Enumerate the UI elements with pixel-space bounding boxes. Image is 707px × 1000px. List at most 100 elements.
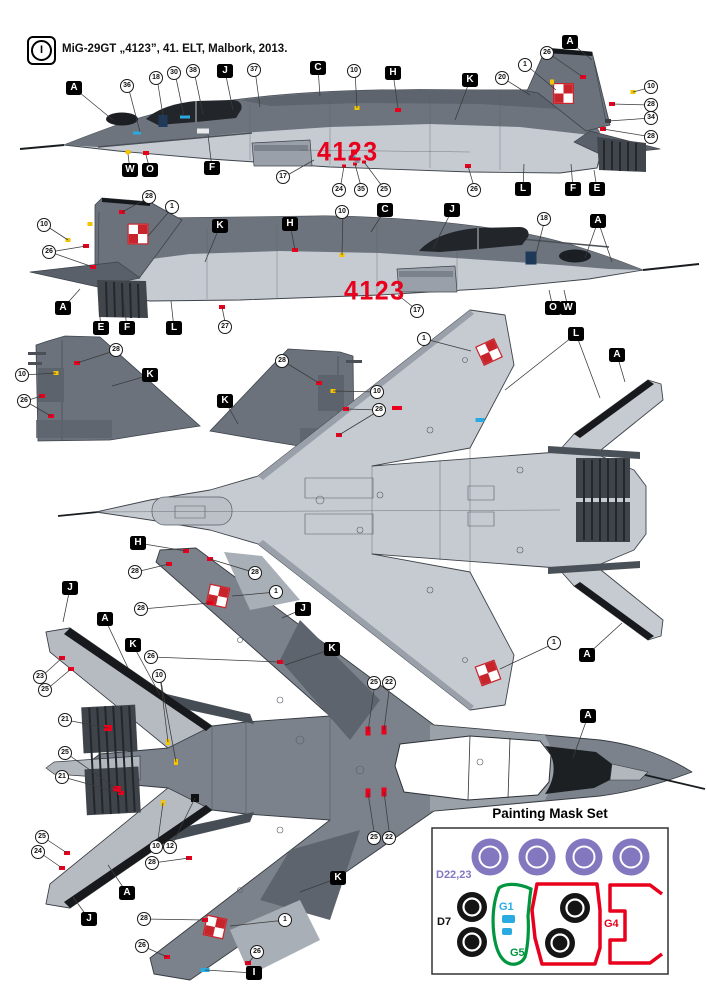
callout-number-23: 23: [33, 670, 47, 684]
callout-number-26: 26: [135, 939, 149, 953]
callout-number-10: 10: [335, 205, 349, 219]
callout-letter-H: H: [282, 217, 298, 231]
mask-set-title: Painting Mask Set: [492, 806, 608, 821]
callout-number-28: 28: [137, 912, 151, 926]
callout-number-17: 17: [410, 304, 424, 318]
callout-number-28: 28: [109, 343, 123, 357]
view-underside-plan: [57, 309, 664, 711]
callout-letter-K: K: [462, 73, 478, 87]
callout-number-30: 30: [167, 66, 181, 80]
cyan-mask-piece: [502, 915, 515, 923]
callout-letter-K: K: [212, 219, 228, 233]
callout-letter-F: F: [119, 321, 135, 335]
callout-letter-A: A: [580, 709, 596, 723]
cyan-mask-piece: [502, 928, 512, 935]
callout-number-1: 1: [269, 585, 283, 599]
stencil-mark: [351, 149, 357, 155]
callout-number-26: 26: [250, 945, 264, 959]
mask-label-d22-23: D22,23: [436, 869, 472, 881]
callout-number-35: 35: [354, 183, 368, 197]
stencil-mark: [125, 150, 131, 154]
callout-letter-F: F: [565, 182, 581, 196]
callout-number-38: 38: [186, 64, 200, 78]
callout-number-34: 34: [644, 111, 658, 125]
callout-letter-F: F: [204, 161, 220, 175]
stencil-mark: [395, 108, 401, 112]
callout-letter-L: L: [568, 327, 584, 341]
painting-mask-set-art: [431, 827, 669, 975]
stencil-mark: [525, 251, 537, 265]
callout-number-21: 21: [58, 713, 72, 727]
callout-letter-K: K: [217, 394, 233, 408]
callout-letter-W: W: [560, 301, 576, 315]
callout-number-20: 20: [495, 71, 509, 85]
callout-number-10: 10: [347, 64, 361, 78]
callout-letter-J: J: [62, 581, 78, 595]
polish-checkerboard-insignia: [553, 83, 574, 104]
callout-letter-K: K: [330, 871, 346, 885]
callout-number-22: 22: [382, 831, 396, 845]
callout-letter-C: C: [377, 203, 393, 217]
callout-number-36: 36: [120, 79, 134, 93]
callout-number-26: 26: [42, 245, 56, 259]
callout-number-10: 10: [370, 385, 384, 399]
mask-label-d7: D7: [437, 916, 452, 928]
callout-number-10: 10: [152, 669, 166, 683]
callout-letter-A: A: [97, 612, 113, 626]
callout-number-28: 28: [145, 856, 159, 870]
tactical-number-starboard: 4123: [344, 275, 406, 307]
callout-letter-C: C: [310, 61, 326, 75]
callout-letter-J: J: [444, 203, 460, 217]
canopy-masked-area: [394, 735, 552, 801]
stencil-mark: [143, 151, 149, 155]
callout-letter-A: A: [590, 214, 606, 228]
callout-number-10: 10: [149, 840, 163, 854]
radome: [545, 746, 612, 794]
callout-number-21: 21: [55, 770, 69, 784]
callout-number-22: 22: [382, 676, 396, 690]
red-mask-outline-left: [530, 882, 602, 966]
callout-letter-A: A: [579, 648, 595, 662]
callout-letter-H: H: [130, 536, 146, 550]
callout-number-1: 1: [518, 58, 532, 72]
stencil-mark: [348, 155, 356, 159]
callout-letter-A: A: [609, 348, 625, 362]
callout-letter-A: A: [55, 301, 71, 315]
callout-number-26: 26: [17, 394, 31, 408]
callout-number-26: 26: [467, 183, 481, 197]
callout-number-25: 25: [367, 831, 381, 845]
callout-number-28: 28: [644, 130, 658, 144]
mask-label-g1: G1: [499, 901, 514, 913]
callout-letter-A: A: [66, 81, 82, 95]
callout-number-28: 28: [134, 602, 148, 616]
callout-letter-E: E: [93, 321, 109, 335]
callout-number-26: 26: [540, 46, 554, 60]
tactical-number-port: 4123: [317, 136, 379, 168]
callout-letter-L: L: [166, 321, 182, 335]
stabilizer-top: [45, 627, 213, 749]
pitot-probe: [19, 144, 65, 150]
callout-letter-I: I: [246, 966, 262, 980]
callout-number-1: 1: [165, 200, 179, 214]
callout-number-25: 25: [367, 676, 381, 690]
callout-letter-L: L: [515, 182, 531, 196]
callout-number-1: 1: [417, 332, 431, 346]
nose-antenna-fairing: [106, 112, 138, 126]
callout-letter-A: A: [562, 35, 578, 49]
mask-label-g4: G4: [604, 918, 619, 930]
polish-checkerboard-insignia: [127, 223, 149, 245]
callout-number-10: 10: [15, 368, 29, 382]
nose-antenna-fairing: [559, 249, 591, 263]
callout-number-17: 17: [276, 170, 290, 184]
callout-number-26: 26: [144, 650, 158, 664]
stencil-mark: [197, 128, 209, 134]
callout-number-37: 37: [247, 63, 261, 77]
stencil-mark: [133, 131, 141, 135]
option-number-icon: I: [31, 40, 52, 61]
stabilizer-bottom: [45, 787, 213, 909]
red-mask-outline-right: [608, 883, 664, 965]
scheme-option-marker: I: [27, 36, 56, 65]
stencil-mark: [180, 115, 190, 119]
option-marker-text: I: [39, 44, 44, 56]
